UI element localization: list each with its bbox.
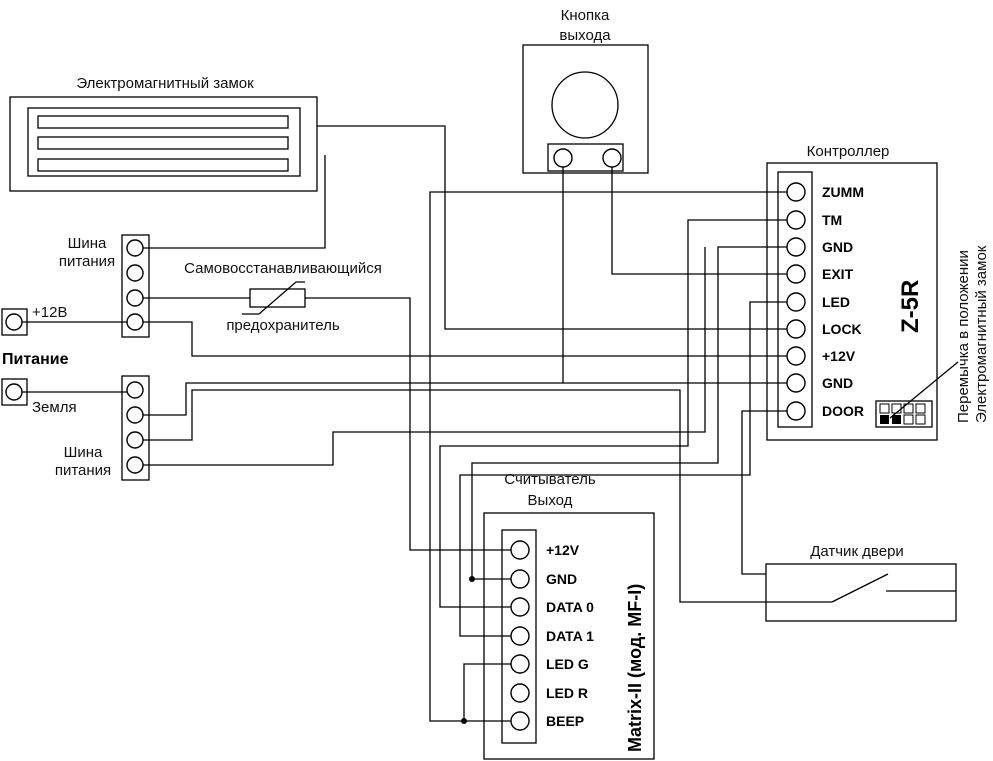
controller-term-label: +12V [822,348,856,364]
bus-top-label-1: Шина [68,235,107,252]
jumper-note-2: Электромагнитный замок [973,245,990,423]
fuse-label-1: Самовосстанавливающийся [184,260,382,277]
bus-bottom-label-1: Шина [64,444,103,461]
reader-term-label: LED G [546,656,589,672]
controller-pin-12v [786,346,806,366]
controller-pin-exit [786,264,806,284]
controller-term-label: DOOR [822,403,864,419]
controller-term-label: LED [822,294,850,310]
controller-term-label: LOCK [822,321,862,337]
reader-pin-gnd [510,569,530,589]
door-sensor-label: Датчик двери [810,543,904,560]
fuse [242,281,306,315]
lock-label: Электромагнитный замок [76,75,254,92]
reader-pin-ledr [510,683,530,703]
controller-pin-led [786,292,806,312]
exit-button-label-2: выхода [559,27,611,44]
controller-label: Контроллер [807,143,890,160]
reader-pin-beep [510,711,530,731]
reader-pin-ledg [510,654,530,674]
jumper-note-1: Перемычка в положении [955,250,972,423]
controller-term-label: GND [822,375,853,391]
reader-pin-data0 [510,597,530,617]
power-label: Питание [2,351,69,368]
electromagnetic-lock [9,96,318,192]
controller-term-label: ZUMM [822,184,864,200]
controller-term-label: EXIT [822,266,854,282]
door-sensor [765,563,957,622]
plus12-label: +12В [32,304,67,321]
controller-model: Z-5R [897,280,924,333]
terminal-plus12 [1,308,28,336]
reader-term-label: BEEP [546,713,584,729]
reader-pin-data1 [510,626,530,646]
reader-term-label: DATA 1 [546,628,594,644]
junctions [461,576,475,724]
controller-term-label: GND [822,239,853,255]
controller-term-label: TM [822,212,842,228]
controller-pin-tm [786,210,806,230]
reader-model: Matrix-II (мод. MF-I) [625,584,645,752]
controller-pin-gnd-1 [786,237,806,257]
reader-pin-12v [510,540,530,560]
exit-button-label-1: Кнопка [561,7,610,24]
reader-term-label: +12V [546,542,580,558]
reader-term-label: LED R [546,685,588,701]
ground-label: Земля [32,399,77,416]
bus-top-label-2: питания [59,253,115,270]
reader-label-1: Считыватель [504,471,596,488]
reader-term-label: DATA 0 [546,599,594,615]
controller-pin-gnd-2 [786,373,806,393]
controller-pin-door [786,401,806,421]
wires [22,125,787,722]
bus-bottom-label-2: питания [55,462,111,479]
reader-label-2: Выход [528,492,573,509]
exit-button [522,44,649,174]
jumper-block [875,400,933,428]
reader-term-label: GND [546,571,577,587]
controller-pin-lock [786,319,806,339]
fuse-label-2: предохранитель [226,317,340,334]
controller-pin-zumm [786,182,806,202]
